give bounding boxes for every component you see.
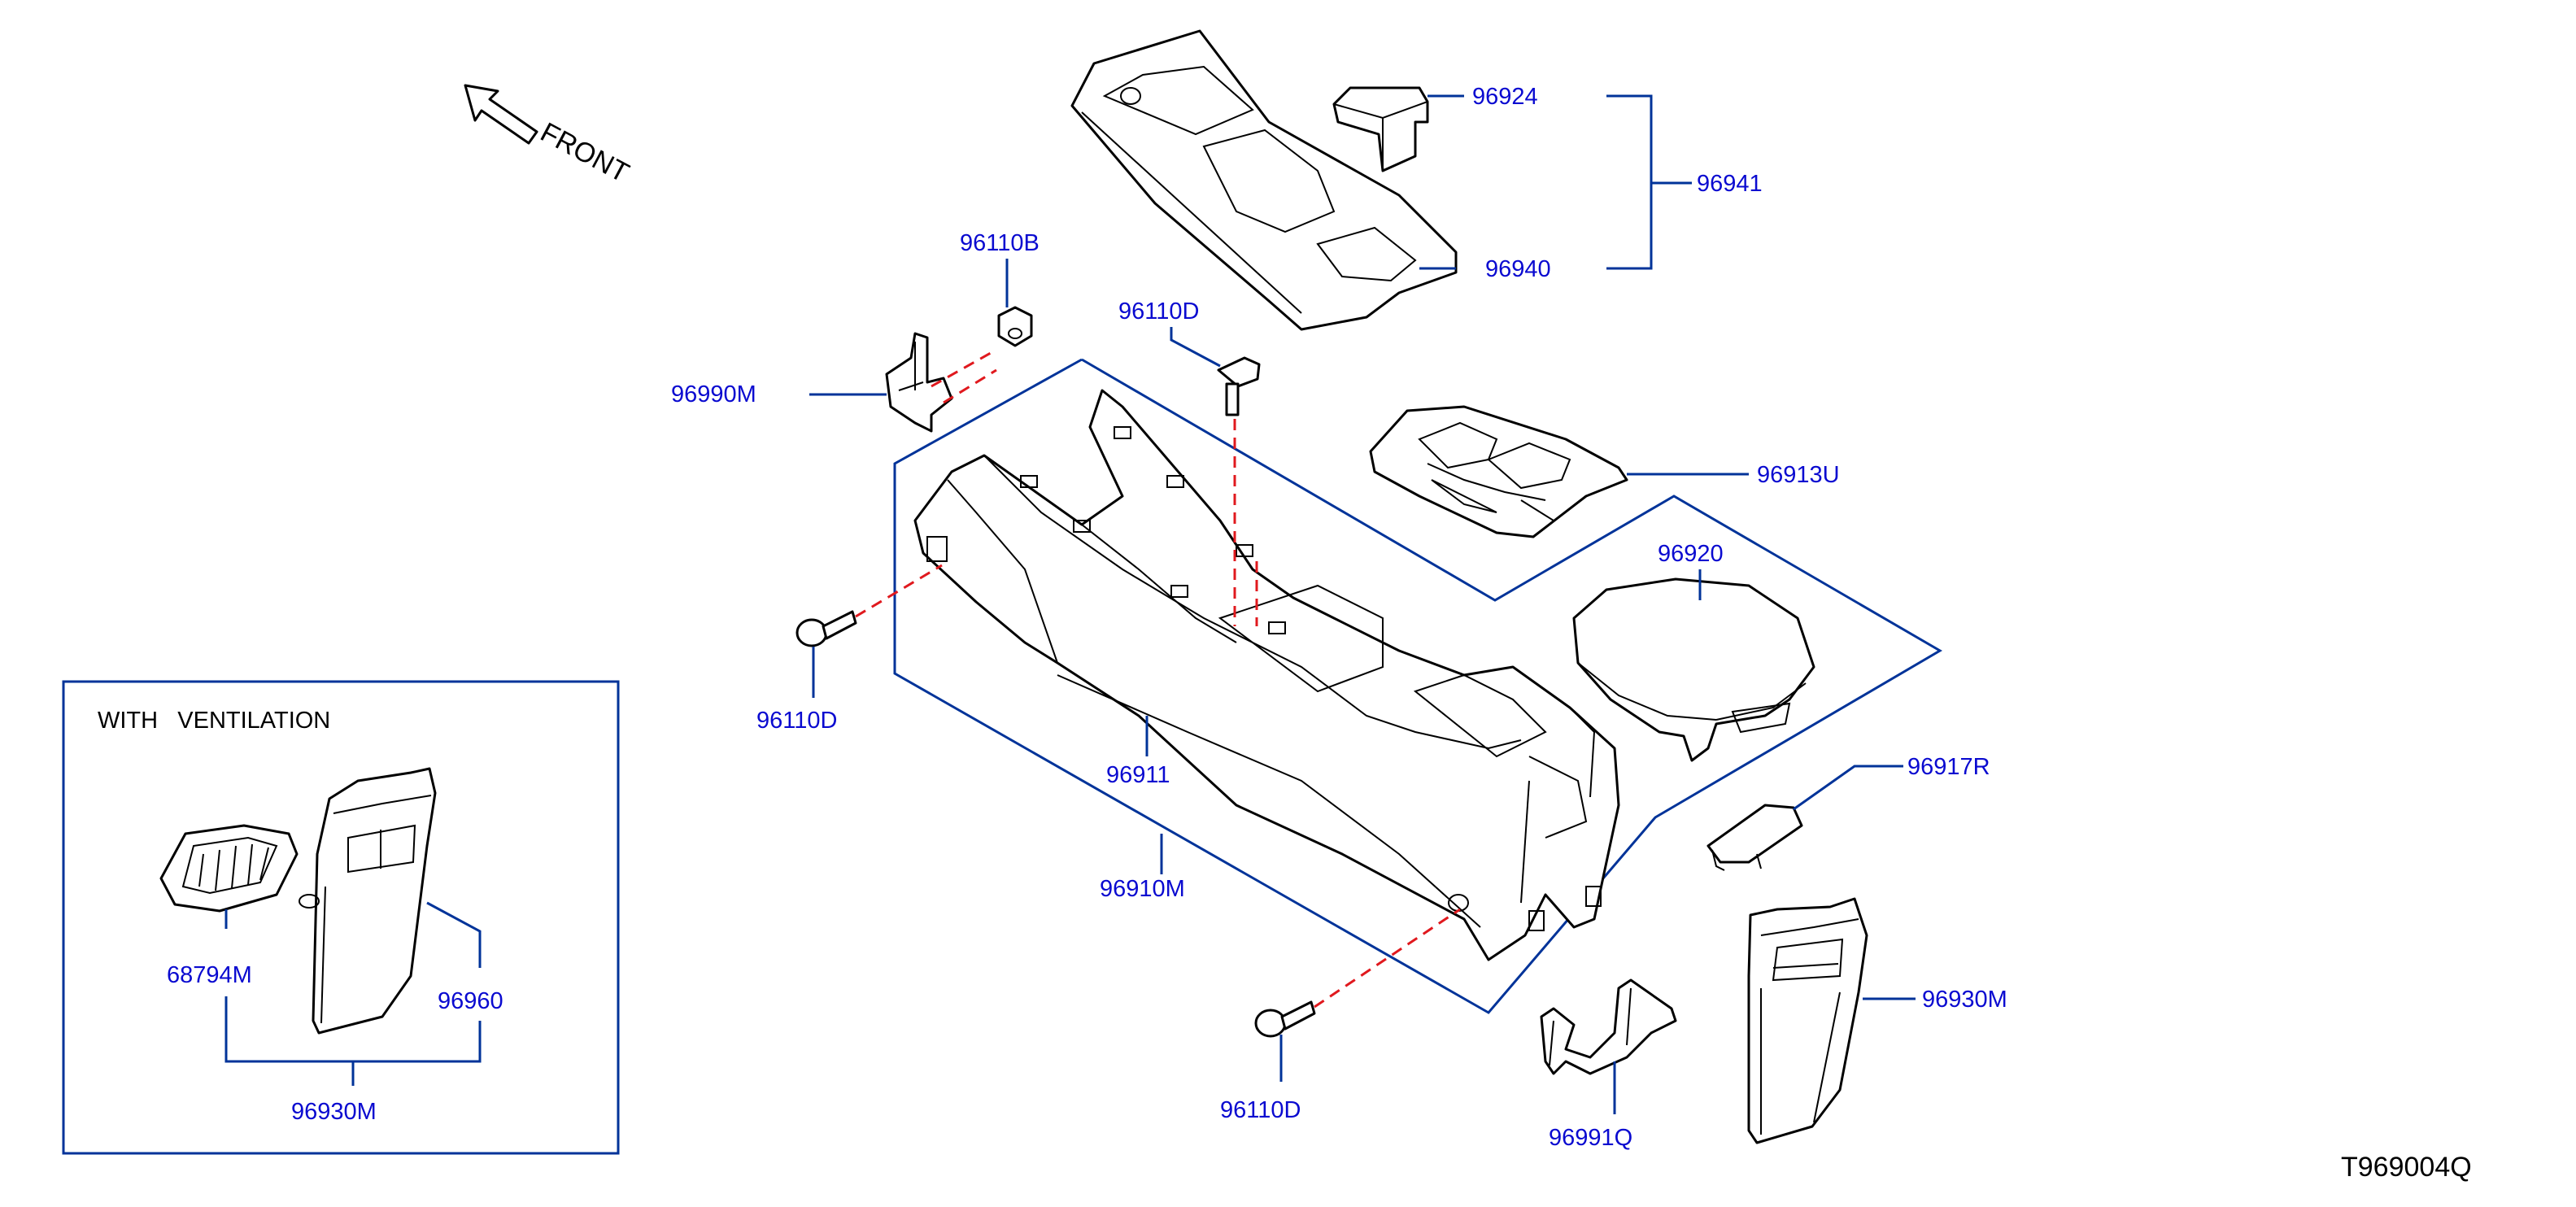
label-96911: 96911	[1106, 762, 1170, 788]
group-outline-96910M	[893, 358, 1942, 1014]
part-96991Q-bracket	[1540, 978, 1677, 1075]
part-96110B-nut	[997, 306, 1033, 347]
front-direction-label: FRONT	[535, 117, 634, 190]
leader-96960	[426, 901, 482, 968]
label-96913U: 96913U	[1757, 462, 1840, 488]
label-68794M: 68794M	[167, 962, 252, 988]
assembly-line-96990M	[931, 348, 997, 388]
label-96924: 96924	[1472, 84, 1538, 110]
assembly-line-96110D-bottom	[1314, 908, 1461, 1009]
label-96991Q: 96991Q	[1549, 1125, 1632, 1151]
part-96940-finisher	[1070, 29, 1458, 331]
part-96913U-cup-holder	[1369, 405, 1628, 538]
leader-96110D-top	[1170, 327, 1221, 368]
front-arrow-icon	[464, 84, 538, 145]
leader-96941	[1606, 94, 1692, 270]
part-96924-plug	[1332, 86, 1429, 172]
label-96960: 96960	[438, 988, 503, 1014]
label-96910M: 96910M	[1100, 876, 1185, 902]
label-96110B: 96110B	[960, 230, 1040, 256]
diagram-code: T969004Q	[2341, 1152, 2472, 1183]
label-96990M: 96990M	[671, 381, 756, 407]
assembly-line-96110D-left	[855, 564, 943, 618]
label-96110D-bottom: 96110D	[1220, 1097, 1301, 1123]
part-96110D-screw-left	[795, 610, 857, 647]
label-96941: 96941	[1697, 171, 1763, 197]
part-96920-armrest-lid	[1572, 577, 1815, 762]
label-96920: 96920	[1658, 541, 1724, 567]
part-68794M-vent	[159, 824, 299, 913]
label-96917R: 96917R	[1907, 754, 1990, 780]
part-96930M-rear-finisher	[1747, 897, 1868, 1144]
part-96911-console-body	[913, 389, 1620, 961]
inset-with-ventilation-box	[62, 680, 620, 1155]
label-96930M-right: 96930M	[1922, 987, 2007, 1013]
part-96110D-screw-top	[1217, 356, 1261, 416]
label-96110D-left: 96110D	[756, 708, 837, 734]
part-96960-finisher	[299, 767, 437, 1035]
label-96930M-inset: 96930M	[291, 1099, 377, 1125]
label-96940: 96940	[1485, 256, 1551, 282]
part-96917R-bracket	[1706, 804, 1803, 871]
leader-96917R	[1793, 765, 1903, 811]
part-96110D-screw-bottom	[1254, 1000, 1316, 1038]
part-96990M-bracket	[885, 332, 953, 433]
label-96110D-top: 96110D	[1118, 298, 1199, 325]
inset-title: WITH VENTILATION	[98, 708, 330, 734]
assembly-line-96990M-2	[943, 368, 997, 404]
